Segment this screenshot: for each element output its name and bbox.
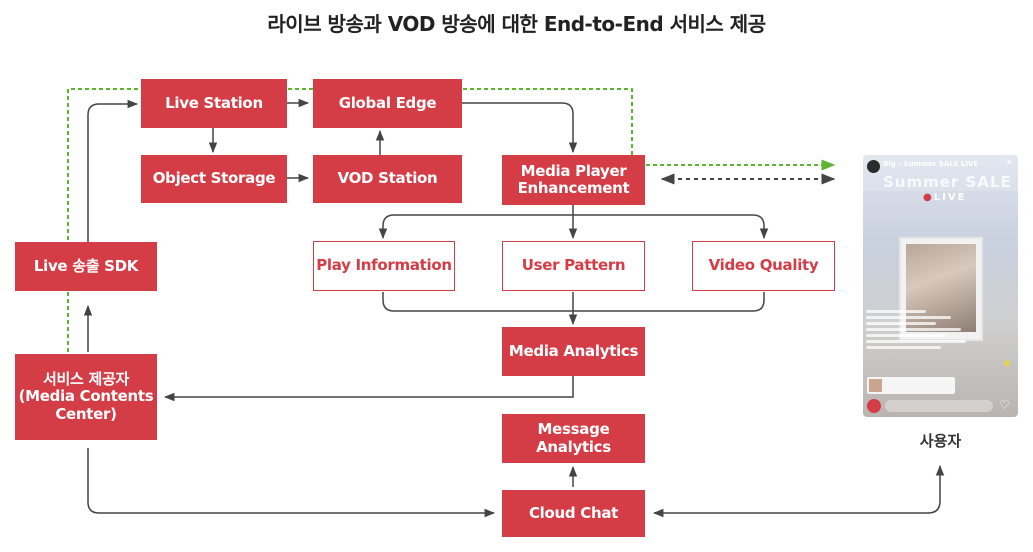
node-service-provider-line-2: (Media Contents — [18, 387, 154, 406]
node-vod-station: VOD Station — [313, 155, 462, 203]
stream-banner: Summer SALE — [883, 173, 1012, 191]
chat-input — [885, 400, 993, 412]
node-global-edge: Global Edge — [313, 79, 462, 128]
cart-icon — [867, 399, 881, 413]
node-service-provider: 서비스 제공자 (Media Contents Center) — [15, 354, 157, 440]
arrow-branch-play-info — [378, 214, 573, 240]
node-media-player-line-1: Media Player — [520, 161, 627, 180]
user-label: 사용자 — [919, 432, 962, 450]
arrow-edge-to-player — [462, 102, 578, 154]
arrow-sdk-to-live-station — [87, 99, 139, 242]
stream-title: Big - Summer SALE LIVE — [883, 160, 979, 168]
arrow-play-info-merge — [382, 292, 573, 312]
green-dotted-path — [67, 88, 836, 352]
node-message-analytics-line-2: Analytics — [536, 437, 611, 456]
node-video-quality: Video Quality — [692, 241, 835, 291]
close-icon: ✕ — [1005, 158, 1013, 168]
live-label: LIVE — [933, 192, 967, 203]
heart-icon: ♥ — [1003, 360, 1012, 370]
arrow-video-quality-merge — [573, 292, 765, 312]
node-media-player-line-2: Enhancement — [517, 179, 630, 197]
node-message-analytics-line-1: Message — [537, 420, 610, 439]
arrow-analytics-to-provider — [163, 376, 574, 402]
node-play-information: Play Information — [313, 241, 455, 291]
node-user-pattern: User Pattern — [502, 241, 645, 291]
arrow-chat-user — [652, 464, 945, 518]
heart-icon: ♡ — [999, 398, 1010, 412]
chat-feed — [866, 307, 976, 367]
arrow-branch-video-quality — [573, 214, 769, 240]
page-title: 라이브 방송과 VOD 방송에 대한 End-to-End 서비스 제공 — [267, 12, 766, 36]
node-cloud-chat: Cloud Chat — [502, 490, 645, 537]
node-media-analytics: Media Analytics — [502, 327, 645, 376]
product-thumbnail — [869, 379, 882, 392]
node-live-station: Live Station — [141, 79, 287, 128]
node-service-provider-line-3: Center) — [55, 404, 117, 423]
node-media-player-enhancement: Media Player Enhancement — [502, 155, 645, 205]
node-message-analytics: Message Analytics — [502, 414, 645, 463]
user-phone-screen: Big - Summer SALE LIVE ✕ Summer SALE ●LI… — [863, 155, 1018, 417]
live-badge: ●LIVE — [923, 192, 966, 203]
node-service-provider-line-1: 서비스 제공자 — [43, 370, 129, 389]
phone-header: Big - Summer SALE LIVE ✕ — [863, 155, 1018, 191]
live-dot-icon: ● — [923, 192, 934, 203]
product-card — [867, 377, 955, 394]
arrow-provider-to-chat — [87, 448, 496, 518]
node-object-storage: Object Storage — [141, 155, 287, 203]
avatar — [867, 160, 880, 173]
node-live-sdk: Live 송출 SDK — [15, 242, 157, 291]
